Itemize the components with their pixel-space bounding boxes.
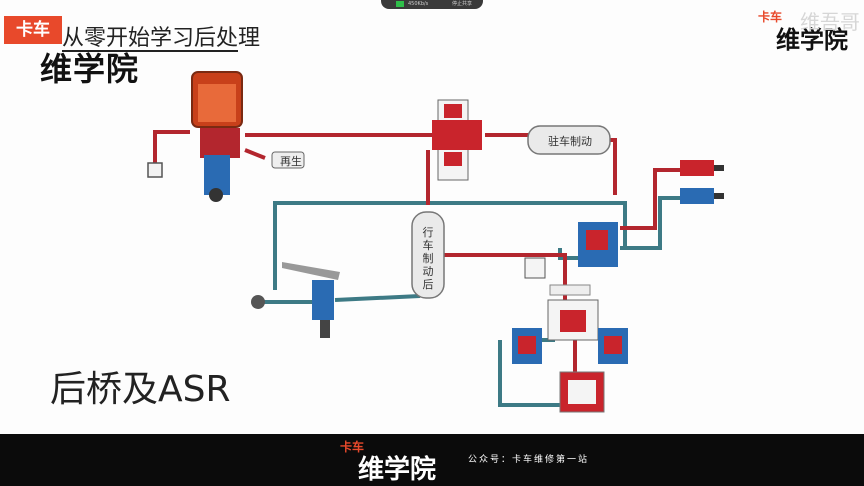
title-underline bbox=[62, 50, 238, 52]
watermark: 维吾哥 bbox=[800, 10, 860, 34]
footer-account: 公众号：卡车维修第一站 bbox=[468, 455, 590, 465]
slide-title: 后桥及ASR bbox=[50, 369, 231, 410]
stop-share-button[interactable]: 停止共享 bbox=[452, 1, 473, 7]
network-speed: 450Kb/s bbox=[408, 1, 429, 7]
brand-name: 维学院 bbox=[40, 50, 140, 88]
footer-logo-name: 维学院 bbox=[358, 455, 437, 485]
signal-icon bbox=[396, 1, 404, 7]
parking-brake-label: 驻车制动 bbox=[548, 135, 592, 148]
parking-tank bbox=[527, 125, 611, 155]
air-dryer bbox=[191, 71, 243, 202]
footer-bar bbox=[0, 434, 864, 486]
brake-pedal bbox=[282, 262, 340, 338]
spring-chamber-valves bbox=[680, 160, 724, 204]
rear-relay-valve bbox=[547, 299, 599, 341]
four-circuit-valve bbox=[432, 99, 482, 181]
teal-pipes bbox=[255, 196, 690, 407]
regen-label: 再生 bbox=[280, 155, 302, 168]
pressure-sensor bbox=[251, 295, 265, 309]
series-title: 从零开始学习后处理 bbox=[62, 26, 261, 51]
brake-chambers bbox=[512, 328, 628, 413]
regen-tank bbox=[271, 151, 305, 169]
screen-share-bar[interactable] bbox=[381, 0, 483, 9]
footer-logo-badge: 卡车 bbox=[340, 440, 365, 454]
air-brake-diagram bbox=[147, 71, 724, 413]
service-brake-label: 行车制动后 bbox=[422, 226, 434, 291]
asr-solenoid bbox=[524, 257, 591, 296]
drain-valve bbox=[147, 162, 163, 178]
logo-right-name: 维学院 bbox=[776, 26, 848, 54]
brand-badge: 卡车 bbox=[4, 16, 62, 44]
service-tank bbox=[411, 211, 445, 299]
logo-right-badge: 卡车 bbox=[758, 10, 783, 24]
relay-valve bbox=[578, 222, 618, 267]
